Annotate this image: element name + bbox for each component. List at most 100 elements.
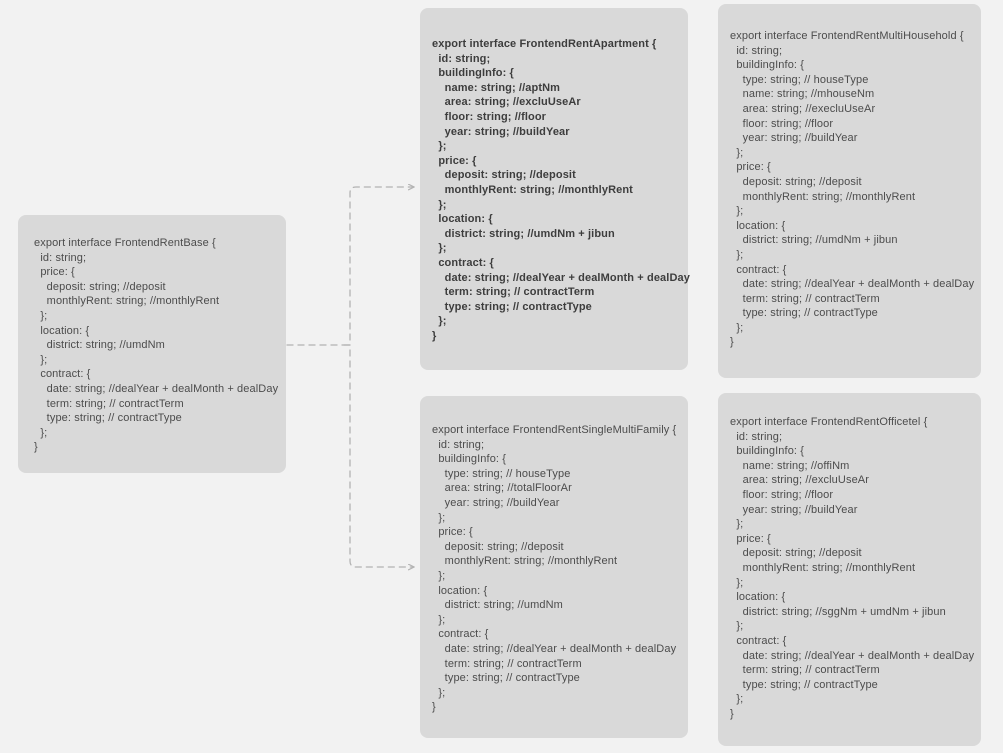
code-line: } (34, 441, 38, 454)
code-line: export interface FrontendRentOfficetel { (730, 416, 928, 428)
code-line: term: string; // contractTerm (432, 286, 595, 299)
code-line: deposit: string; //deposit (432, 169, 576, 182)
code-line: buildingInfo: { (432, 453, 507, 466)
code-line: type: string; // houseType (432, 467, 571, 480)
code-line: date: string; //dealYear + dealMonth + d… (730, 649, 975, 662)
code-line: buildingInfo: { (432, 67, 514, 80)
code-line: export interface FrontendRentMultiHouseh… (730, 30, 964, 42)
code-line: deposit: string; //deposit (730, 547, 862, 560)
code-line: contract: { (34, 368, 91, 381)
code-line: location: { (432, 584, 488, 597)
code-line: term: string; // contractTerm (34, 397, 184, 410)
connector-base-to-apartment (343, 187, 414, 346)
code-block-frontend-rent-apartment: export interface FrontendRentApartment {… (432, 37, 690, 343)
code-block-frontend-rent-officetel: export interface FrontendRentOfficetel {… (730, 415, 974, 721)
code-line: }; (432, 198, 447, 211)
code-line: floor: string; //floor (730, 488, 834, 501)
code-line: }; (34, 309, 48, 322)
code-line: year: string; //buildYear (730, 132, 858, 145)
connector-base-to-singlemultifamily (343, 344, 414, 567)
code-line: type: string; // contractType (730, 678, 878, 691)
code-line: date: string; //dealYear + dealMonth + d… (432, 642, 677, 655)
code-line: id: string; (34, 251, 87, 264)
code-line: name: string; //mhouseNm (730, 88, 875, 101)
code-line: type: string; // contractType (432, 672, 580, 685)
code-block-frontend-rent-singlemultifamily: export interface FrontendRentSingleMulti… (432, 423, 676, 715)
code-line: contract: { (730, 263, 787, 276)
code-line: }; (34, 426, 48, 439)
code-line: floor: string; //floor (432, 110, 547, 123)
code-line: }; (432, 686, 446, 699)
code-line: area: string; //excluUseAr (432, 96, 581, 109)
code-line: id: string; (730, 44, 783, 57)
code-line: district: string; //umdNm + jibun (730, 234, 898, 247)
code-line: }; (432, 511, 446, 524)
code-line: monthlyRent: string; //monthlyRent (432, 183, 633, 196)
code-line: location: { (34, 324, 90, 337)
code-line: }; (730, 321, 744, 334)
code-line: price: { (730, 532, 771, 545)
code-line: year: string; //buildYear (730, 503, 858, 516)
code-line: }; (730, 620, 744, 633)
code-line: } (730, 336, 734, 349)
code-line: district: string; //umdNm (34, 339, 165, 352)
code-line: contract: { (432, 628, 489, 641)
card-frontend-rent-officetel[interactable] (718, 393, 981, 746)
code-line: }; (432, 242, 447, 255)
card-frontend-rent-base[interactable] (18, 215, 286, 473)
code-line: }; (730, 576, 744, 589)
code-line: }; (730, 205, 744, 218)
code-line: }; (432, 569, 446, 582)
code-line: type: string; // contractType (730, 307, 878, 320)
code-line: deposit: string; //deposit (730, 175, 862, 188)
code-line: monthlyRent: string; //monthlyRent (730, 190, 916, 203)
code-line: term: string; // contractTerm (730, 292, 880, 305)
code-line: type: string; // contractType (34, 412, 182, 425)
code-line: price: { (34, 266, 75, 279)
code-line: }; (432, 140, 447, 153)
card-frontend-rent-multihousehold[interactable] (718, 4, 981, 378)
code-line: monthlyRent: string; //monthlyRent (432, 555, 618, 568)
code-line: price: { (730, 161, 771, 174)
code-line: id: string; (432, 438, 485, 451)
code-line: date: string; //dealYear + dealMonth + d… (34, 382, 279, 395)
code-line: area: string; //execluUseAr (730, 102, 876, 115)
code-line: date: string; //dealYear + dealMonth + d… (432, 271, 690, 284)
code-line: deposit: string; //deposit (34, 280, 166, 293)
code-line: }; (34, 353, 48, 366)
code-line: area: string; //totalFloorAr (432, 482, 572, 495)
code-line: } (432, 701, 436, 714)
code-block-frontend-rent-base: export interface FrontendRentBase { id: … (34, 236, 278, 455)
code-line: }; (730, 146, 744, 159)
code-line: export interface FrontendRentBase { (34, 237, 216, 249)
code-line: name: string; //offiNm (730, 459, 850, 472)
code-line: monthlyRent: string; //monthlyRent (34, 295, 220, 308)
code-line: buildingInfo: { (730, 59, 805, 72)
code-line: }; (730, 248, 744, 261)
code-line: contract: { (432, 256, 494, 269)
code-line: name: string; //aptNm (432, 81, 561, 94)
card-frontend-rent-singlemultifamily[interactable] (420, 396, 688, 738)
code-line: term: string; // contractTerm (432, 657, 582, 670)
code-line: location: { (432, 213, 493, 226)
code-line: export interface FrontendRentSingleMulti… (432, 424, 677, 436)
code-line: year: string; //buildYear (432, 496, 560, 509)
code-line: } (432, 329, 437, 342)
code-line: deposit: string; //deposit (432, 540, 564, 553)
code-line: area: string; //excluUseAr (730, 474, 870, 487)
code-line: district: string; //umdNm + jibun (432, 227, 615, 240)
code-line: id: string; (730, 430, 783, 443)
code-line: monthlyRent: string; //monthlyRent (730, 561, 916, 574)
code-line: type: string; // houseType (730, 73, 869, 86)
code-line: }; (730, 693, 744, 706)
code-line: price: { (432, 154, 477, 167)
code-line: date: string; //dealYear + dealMonth + d… (730, 278, 975, 291)
code-block-frontend-rent-multihousehold: export interface FrontendRentMultiHouseh… (730, 29, 974, 350)
card-frontend-rent-apartment[interactable] (420, 8, 688, 370)
code-line: }; (432, 613, 446, 626)
code-line: contract: { (730, 634, 787, 647)
code-line: district: string; //sggNm + umdNm + jibu… (730, 605, 946, 618)
code-line: }; (432, 315, 447, 328)
code-line: term: string; // contractTerm (730, 664, 880, 677)
